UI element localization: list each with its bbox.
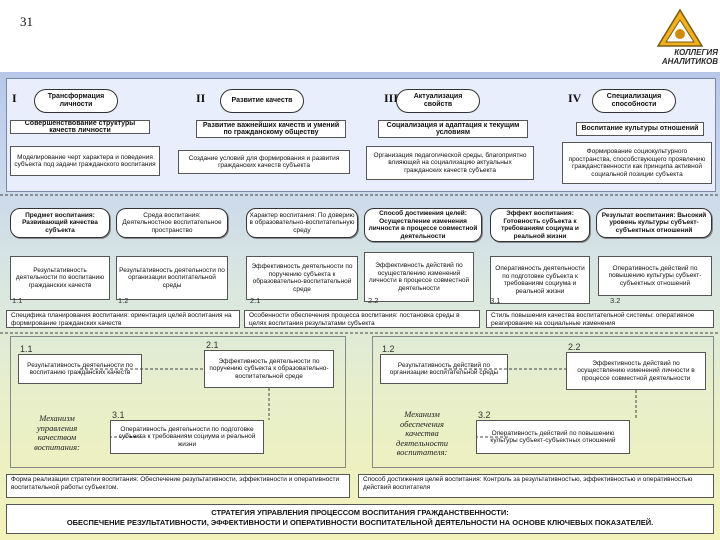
mechanism-2-frame — [372, 336, 714, 468]
stage-2-number: II — [196, 91, 206, 105]
index-label: 1.1 — [12, 296, 23, 305]
form-of-realization: Форма реализации стратегии воспитания: О… — [6, 474, 350, 498]
method-of-achievement: Способ достижения целей воспитания: Конт… — [358, 474, 714, 498]
effect-box: Эффект воспитания: Готовность субъекта к… — [490, 208, 590, 242]
page-number: 31 — [20, 14, 33, 29]
lower-1-2-box: Результативность действий по организации… — [380, 354, 508, 384]
stage-3-number: III — [384, 91, 399, 105]
eff-2-1-box: Эффективность деятельности по поручению … — [246, 256, 358, 300]
strategy-box: СТРАТЕГИЯ УПРАВЛЕНИЯ ПРОЦЕССОМ ВОСПИТАНИ… — [6, 504, 714, 534]
index-label: 2.2 — [568, 342, 581, 352]
eff-2-2-box: Эффективность действий по осуществлению … — [364, 252, 474, 302]
environment-box: Среда воспитания: Деятельностное воспита… — [116, 208, 228, 238]
stage-1-number: I — [12, 91, 17, 105]
index-label: 3.1 — [490, 296, 501, 305]
strategy-text: ОБЕСПЕЧЕНИЕ РЕЗУЛЬТАТИВНОСТИ, ЭФФЕКТИВНО… — [66, 518, 654, 527]
stage-2-title: Развитие качеств — [220, 89, 304, 113]
index-label: 1.1 — [20, 344, 33, 354]
stage-4-title: Специализация способности — [592, 89, 676, 113]
stage-4-lower: Формирование социокультурного пространст… — [562, 142, 712, 184]
stage-1-lower: Моделирование черт характера и поведения… — [10, 146, 160, 176]
index-label: 2.1 — [206, 340, 219, 350]
stage-1-upper: Совершенствование структуры качеств личн… — [10, 120, 150, 134]
stage-2-lower: Создание условий для формирования и разв… — [178, 150, 350, 174]
index-label: 1.2 — [382, 344, 395, 354]
stage-4-upper: Воспитание культуры отношений — [576, 122, 704, 136]
stage-3-upper: Социализация и адаптация к текущим услов… — [378, 120, 528, 138]
subject-box: Предмет воспитания: Развивающий качества… — [10, 208, 110, 238]
index-label: 1.2 — [118, 296, 129, 305]
op-3-1-box: Оперативность деятельности по подготовке… — [490, 256, 590, 304]
stage-3-lower: Организация педагогической среды, благоп… — [366, 146, 534, 180]
index-label: 3.1 — [112, 410, 125, 420]
spec-planning: Специфика планирования воспитания: ориен… — [6, 310, 240, 328]
spec-style: Стиль повышения качества воспитательной … — [486, 310, 714, 328]
stage-3-title: Актуализация свойств — [396, 89, 480, 113]
goal-box: Способ достижения целей: Осуществление и… — [364, 208, 482, 242]
mechanism-2-label: Механизм обеспечения качества деятельнос… — [395, 409, 449, 457]
lower-3-2-box: Оперативность действий по повышению куль… — [476, 420, 630, 454]
lower-3-1-box: Оперативность деятельности по подготовке… — [110, 420, 264, 454]
op-3-2-box: Оперативность действий по повышению куль… — [598, 256, 712, 296]
stage-2-upper: Развитие важнейших качеств и умений по г… — [196, 120, 346, 138]
logo-icon — [656, 8, 704, 47]
mechanism-1-label: Механизм управления качеством воспитания… — [34, 413, 80, 452]
character-box: Характер воспитания: По доверию в образо… — [246, 208, 358, 238]
index-label: 2.2 — [368, 296, 379, 305]
res-1-2-box: Результативность деятельности по организ… — [116, 256, 228, 300]
index-label: 3.2 — [610, 296, 621, 305]
stage-1-title: Трансформация личности — [34, 89, 118, 113]
index-label: 2.1 — [250, 296, 261, 305]
strategy-title: СТРАТЕГИЯ УПРАВЛЕНИЯ ПРОЦЕССОМ ВОСПИТАНИ… — [211, 508, 509, 517]
index-label: 3.2 — [478, 410, 491, 420]
res-1-1-box: Результативность деятельности по воспита… — [10, 256, 110, 300]
lower-2-1-box: Эффективность деятельности по поручению … — [204, 350, 334, 388]
stage-4-number: IV — [568, 91, 582, 105]
result-box: Результат воспитания: Высокий уровень ку… — [596, 208, 712, 238]
lower-1-1-box: Результативность деятельности по воспита… — [18, 354, 142, 384]
lower-2-2-box: Эффективность действий по осуществлению … — [566, 352, 706, 390]
mechanism-1-frame — [10, 336, 346, 468]
spec-provision: Особенности обеспечения процесса воспита… — [244, 310, 480, 328]
